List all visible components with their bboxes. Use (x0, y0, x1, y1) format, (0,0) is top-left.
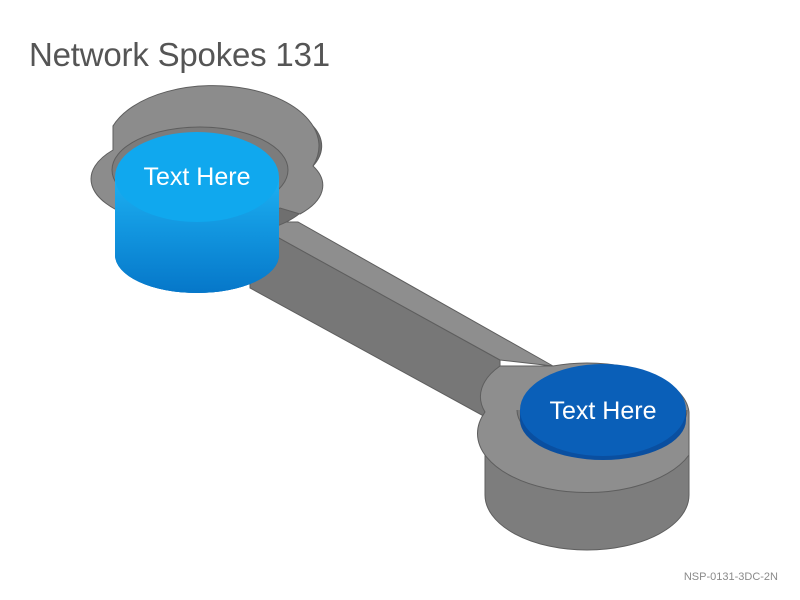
slide-code: NSP-0131-3DC-2N (683, 571, 778, 583)
node-2-top (520, 364, 686, 456)
node-1-cylinder[interactable]: Text Here (115, 132, 279, 293)
node-1-label: Text Here (144, 163, 251, 191)
node-1-top (115, 132, 279, 222)
node-2-label: Text Here (550, 397, 657, 425)
page-title: Network Spokes 131 (29, 36, 330, 73)
node-2-cylinder[interactable]: Text Here (520, 364, 686, 460)
